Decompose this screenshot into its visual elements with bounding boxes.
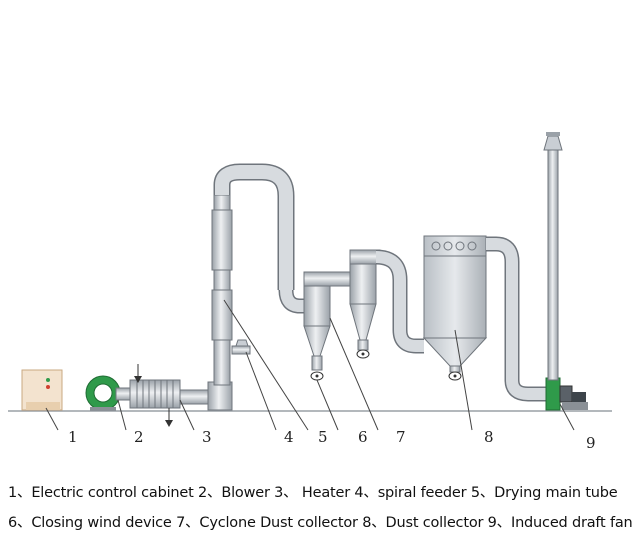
- callout-3: 3: [202, 428, 212, 446]
- leader-lines: [45, 299, 575, 431]
- heater: [129, 364, 217, 427]
- dust-collector: [422, 235, 488, 381]
- callout-9: 9: [586, 434, 596, 452]
- blower: [85, 375, 133, 411]
- electric-control-cabinet: [21, 369, 63, 411]
- callout-2: 2: [134, 428, 144, 446]
- legend-row-2: 6、Closing wind device 7、Cyclone Dust col…: [8, 515, 633, 531]
- exhaust-stack: [543, 132, 563, 381]
- callout-1: 1: [68, 428, 78, 446]
- cyclone-dust-collector: [349, 249, 381, 359]
- spiral-feeder: [231, 339, 251, 355]
- callout-numbers: 1 2 3 4 5 6 7 8 9: [68, 428, 596, 452]
- drying-main-tube: [207, 163, 306, 411]
- callout-8: 8: [484, 428, 494, 446]
- callout-4: 4: [284, 428, 294, 446]
- callout-7: 7: [396, 428, 406, 446]
- callout-5: 5: [318, 428, 328, 446]
- cyclone-first: [303, 271, 353, 381]
- legend-row-1: 1、Electric control cabinet 2、Blower 3、 H…: [8, 485, 618, 501]
- induced-draft-fan: [545, 377, 588, 411]
- callout-6: 6: [358, 428, 368, 446]
